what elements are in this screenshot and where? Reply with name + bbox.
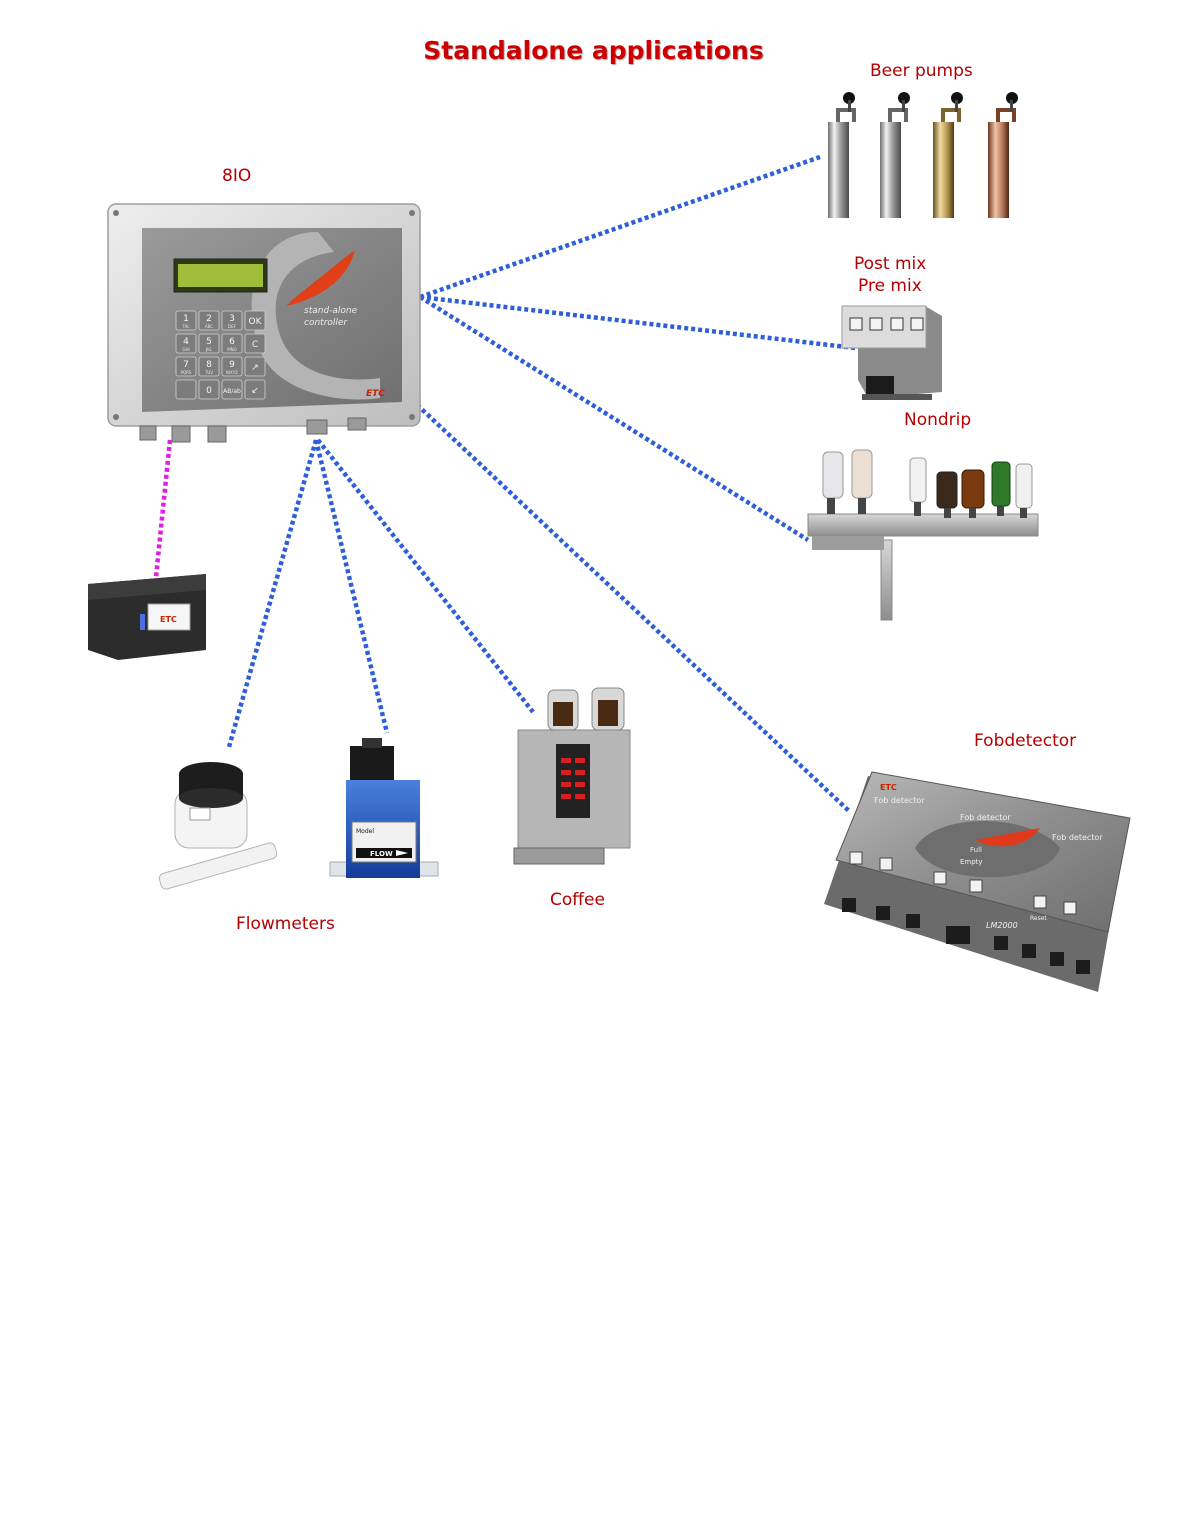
keypad-key [244,333,266,354]
keypad-key [198,379,220,400]
connector-to-printer [153,439,173,578]
controller-brand: ETC [366,389,385,399]
keypad-key-label: 6 [229,337,235,347]
keypad-key-label: 0 [206,386,212,396]
label-nondrip: Nondrip [904,410,972,430]
label-flowmeters: Flowmeters [236,914,335,934]
printer-image: ETC [88,574,206,660]
keypad-key [221,333,243,354]
keypad-key-label: 1 [183,314,189,324]
keypad-key [198,356,220,377]
connector-to-flowmeter-white [226,439,319,748]
nondrip-bottle-rack-image [807,449,1039,621]
fob-heading-center: Fob detector [960,813,1011,822]
keypad-key-sublabel: ABC [205,324,213,329]
controller-text-line1: stand-alone [304,306,358,316]
beer-pumps-image [828,92,1018,218]
fob-status-empty: Empty [960,858,983,866]
keypad-key-label: 7 [183,360,189,370]
keypad-key-sublabel: JKL [205,347,213,352]
fobdetector-image: ETC Fob detector Fob detector Fob detect… [824,771,1131,992]
keypad-key-label: 2 [206,314,212,324]
keypad-key [198,333,220,354]
page-title: Standalone applications [423,36,764,65]
keypad-key-label: 9 [229,360,235,370]
keypad-key [244,356,266,377]
keypad-key-label: 8 [206,360,212,370]
keypad-key-sublabel: TUV [204,370,213,375]
fob-heading-right: Fob detector [1052,833,1103,842]
keypad-key-label: OK [249,317,263,327]
keypad-key-sublabel: PQRS [181,370,192,375]
keypad-key [175,333,197,354]
coffee-machine-image [513,687,631,865]
keypad-key [175,379,197,400]
keypad-key-label: ↙ [251,386,259,396]
keypad-key [175,310,197,331]
label-coffee: Coffee [550,890,605,910]
flowmeter-blue-image: Model FLOW [329,738,439,878]
keypad-key [244,310,266,331]
keypad-key-sublabel: TAL [181,324,190,329]
keypad-key [244,379,266,400]
label-fobdetector: Fobdetector [974,731,1077,751]
flowmeter-model-label: Model [356,828,374,835]
connector-to-flowmeter-blue [313,439,390,734]
fob-brand: ETC [880,783,897,792]
keypad-key [221,310,243,331]
connector-to-postmix [419,294,856,351]
fob-status-full: Full [970,846,982,854]
label-controller-8io: 8IO [222,166,252,186]
keypad-key-label: 5 [206,337,212,347]
flowmeter-white-image [158,762,278,890]
connector-to-coffee [316,438,535,714]
keypad-key-label: 3 [229,314,235,324]
keypad-key [175,356,197,377]
label-post-mix: Post mix [854,254,927,274]
fob-model: LM2000 [986,921,1018,930]
keypad-key-label: C [252,340,258,350]
keypad-key-sublabel: MNO [227,347,237,352]
keypad-key-label: ↗ [251,363,259,373]
controller-text-line2: controller [304,318,348,328]
label-pre-mix: Pre mix [858,276,922,296]
fob-heading-left: Fob detector [874,796,925,805]
postmix-dispenser-image [841,305,942,400]
label-beer-pumps: Beer pumps [870,61,973,81]
connector-lines [226,154,856,814]
keypad-key [221,379,243,400]
flowmeter-flow-label: FLOW [370,850,393,858]
keypad-key-sublabel: GHI [182,347,189,352]
keypad-key [221,356,243,377]
keypad-key-label: AB/ab [223,388,241,395]
keypad-key-sublabel: WXYZ [226,370,238,375]
keypad-key-sublabel: DEF [228,324,237,329]
keypad-key-label: 4 [183,337,189,347]
fob-reset-label: Reset [1030,915,1047,922]
connector-to-beer-pumps [419,154,821,300]
printer-brand: ETC [160,615,177,624]
keypad-key [198,310,220,331]
connector-to-nondrip [418,295,810,542]
connector-to-fobdetector [410,398,852,814]
